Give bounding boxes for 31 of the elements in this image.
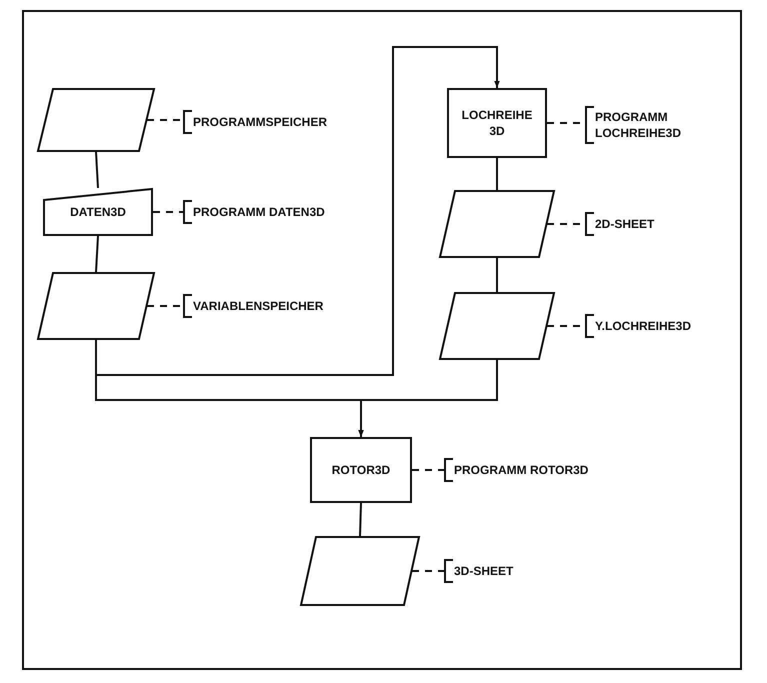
annotation-line [147, 305, 183, 307]
step-label: ROTOR3D [332, 462, 390, 478]
annotation-text: PROGRAMM ROTOR3D [454, 462, 588, 478]
annotation-line [147, 119, 183, 121]
step-label: DATEN3D [70, 204, 126, 220]
process-box [310, 437, 412, 503]
flow-line [95, 236, 99, 272]
annotation-line [412, 469, 444, 471]
process-box [447, 88, 547, 158]
annotation-line [412, 570, 444, 572]
manual-input-shape [43, 188, 153, 236]
flow-line [496, 158, 498, 190]
annotation-text: PROGRAMM LOCHREIHE3D [595, 108, 682, 142]
flow-line [95, 152, 99, 188]
annotation-line [153, 211, 183, 213]
annotation-text: 2D-SHEET [595, 216, 654, 232]
flow-line [496, 258, 498, 292]
data-parallelogram [439, 292, 555, 360]
annotation-text: PROGRAMMSPEICHER [193, 114, 328, 130]
data-parallelogram [37, 88, 155, 152]
flow-line [358, 360, 498, 437]
annotation-text: VARIABLENSPEICHER [193, 298, 324, 314]
step-label: LOCHREIHE 3D [460, 106, 534, 140]
flow-line [359, 502, 362, 536]
annotation-text: PROGRAMM DATEN3D [193, 204, 325, 220]
data-parallelogram [300, 536, 420, 606]
annotation-text: Y.LOCHREIHE3D [595, 318, 692, 334]
data-parallelogram [37, 272, 155, 340]
data-parallelogram [439, 190, 555, 258]
annotation-text: 3D-SHEET [454, 562, 514, 580]
flow-line [95, 46, 500, 376]
